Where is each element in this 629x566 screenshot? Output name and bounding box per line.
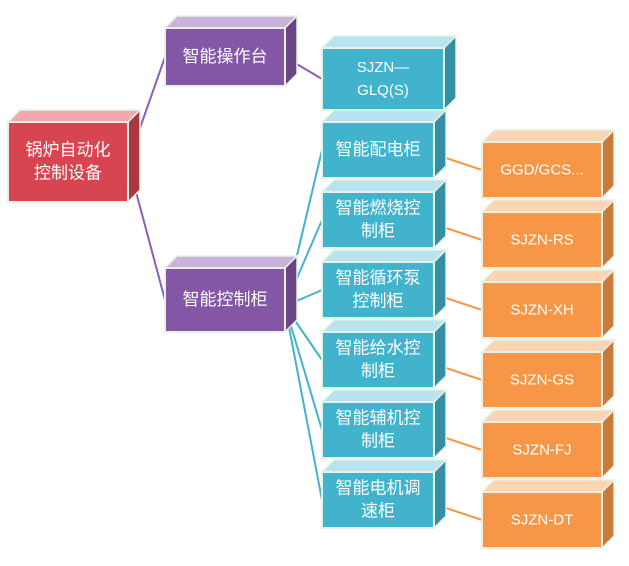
model-node-4-top-face [480,409,616,423]
cabinet-node-2-side-face [433,248,447,320]
cabinet-node-3-top-face [320,319,448,333]
cabinet-node-1-side-face [433,178,447,250]
model-node-2-front-face [481,281,603,339]
model-node-label: GGD/GCS... [500,162,583,179]
root-node-top-face [6,109,142,123]
model-node-0: GGD/GCS... [480,128,616,200]
model-node-1-side-face [601,198,615,270]
cabinet-node-5-top-face [320,459,448,473]
cabinet-node-2-label-line: 智能循环泵 [336,269,421,289]
level1-node-0: 智能操作台 [163,14,299,88]
level1-node-1-top-face [163,255,299,269]
root-node-front-face [7,121,129,203]
model-node-5: SJZN-DT [480,478,616,550]
model-node-3: SJZN-GS [480,338,616,410]
model-node-5-top-face [480,479,616,493]
model-node-2-side-face [601,268,615,340]
console-model-node-side-face [443,34,457,112]
model-node-5-front-face [481,491,603,549]
cabinet-node-0-side-face [433,108,447,180]
model-node-0-side-face [601,128,615,200]
level1-node-1-side-face [284,254,298,334]
cabinet-node-4-side-face [433,388,447,460]
level1-node-1-front-face [164,267,286,333]
model-node-3-front-face [481,351,603,409]
model-node-3-side-face [601,338,615,410]
model-node-label: SJZN-XH [510,302,573,319]
edge-cabinet-5 [284,305,323,501]
cabinet-node-5-label-line: 智能电机调 [336,479,421,499]
cabinet-node-1-front-face [321,191,435,249]
level1-node-0-label-line: 智能操作台 [183,47,268,67]
root-node-label-line: 控制设备 [34,164,102,184]
cabinet-node-0-front-face [321,121,435,179]
cabinet-node-5-side-face [433,458,447,530]
cabinet-node-3-front-face [321,331,435,389]
model-node-label: SJZN-GS [510,372,574,389]
cabinet-node-5-front-face [321,471,435,529]
console-model-node-label-line: SJZN— [357,59,410,76]
cabinet-node-3-label-line: 制柜 [361,362,395,382]
root-node-side-face [127,108,141,204]
cabinet-node-0: 智能配电柜 [320,108,448,180]
cabinet-node-2-label-line: 控制柜 [353,292,404,312]
console-model-node: SJZN— GLQ(S) [320,34,458,112]
model-node-4: SJZN-FJ [480,408,616,480]
cabinet-node-3-side-face [433,318,447,390]
model-node-1: SJZN-RS [480,198,616,270]
cabinet-node-5-label-line: 速柜 [361,502,395,522]
cabinet-node-0-label-line: 智能配电柜 [336,140,421,160]
cabinet-node-1-label-line: 制柜 [361,222,395,242]
cabinet-node-0-top-face [320,109,448,123]
root-node-label-line: 锅炉自动化 [26,141,111,161]
model-node-4-side-face [601,408,615,480]
cabinet-node-4-label-line: 制柜 [361,432,395,452]
cabinet-node-3-label-line: 智能给水控 [336,339,421,359]
model-node-label: SJZN-RS [510,232,573,249]
console-model-node-label-line: GLQ(S) [357,82,409,99]
cabinet-node-1-top-face [320,179,448,193]
model-node-0-top-face [480,129,616,143]
model-node-3-top-face [480,339,616,353]
level1-node-0-top-face [163,15,299,29]
level1-node-1-label-line: 智能控制柜 [183,290,268,310]
model-node-2: SJZN-XH [480,268,616,340]
model-node-1-top-face [480,199,616,213]
model-node-label: SJZN-FJ [512,442,571,459]
cabinet-node-4-label-line: 智能辅机控 [336,409,421,429]
level1-node-1: 智能控制柜 [163,254,299,334]
model-node-label: SJZN-DT [511,512,574,529]
model-node-2-top-face [480,269,616,283]
level1-node-0-front-face [164,27,286,87]
cabinet-node-2-front-face [321,261,435,319]
level1-node-0-side-face [284,14,298,88]
model-node-1-front-face [481,211,603,269]
cabinet-node-2-top-face [320,249,448,263]
console-model-node-top-face [320,35,458,49]
model-node-5-side-face [601,478,615,550]
console-model-node-front-face [321,47,445,111]
model-node-0-front-face [481,141,603,199]
cabinet-node-4-front-face [321,401,435,459]
cabinet-node-1-label-line: 智能燃烧控 [336,199,421,219]
cabinet-node-4-top-face [320,389,448,403]
model-node-4-front-face [481,421,603,479]
